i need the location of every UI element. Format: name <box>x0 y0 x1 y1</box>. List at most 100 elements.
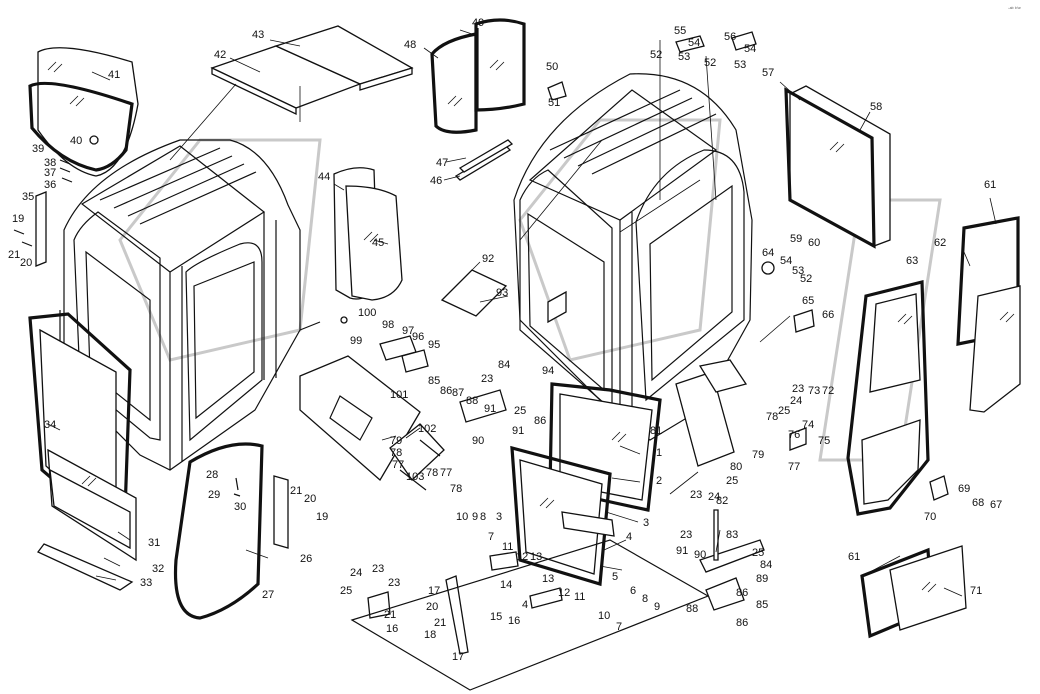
callout-54: 54 <box>744 43 756 55</box>
callout-28: 28 <box>206 469 218 481</box>
callout-25: 25 <box>726 475 738 487</box>
side-strip-35 <box>13 159 73 267</box>
callout-65: 65 <box>802 295 814 307</box>
lower-linkages <box>367 389 765 655</box>
callout-91: 91 <box>676 545 688 557</box>
callout-23: 23 <box>481 373 493 385</box>
callout-88: 88 <box>686 603 698 615</box>
callout-55: 55 <box>674 25 686 37</box>
callout-93: 93 <box>496 287 508 299</box>
lower-window-3-4-5 <box>510 445 615 587</box>
callout-33: 33 <box>140 577 152 589</box>
callout-40: 40 <box>70 135 82 147</box>
callout-46: 46 <box>430 175 442 187</box>
callout-23: 23 <box>792 383 804 395</box>
callout-23: 23 <box>690 489 702 501</box>
callout-38: 38 <box>44 157 56 169</box>
callout-68: 68 <box>972 497 984 509</box>
callout-54: 54 <box>780 255 792 267</box>
front-upper-window <box>28 47 139 177</box>
callout-58: 58 <box>870 101 882 113</box>
callout-1: 1 <box>656 447 662 459</box>
callout-16: 16 <box>508 615 520 627</box>
callout-102: 102 <box>418 423 436 435</box>
callout-90: 90 <box>472 435 484 447</box>
callout-25: 25 <box>752 547 764 559</box>
callout-52: 52 <box>704 57 716 69</box>
callout-41: 41 <box>108 69 120 81</box>
callout-82: 82 <box>716 495 728 507</box>
callout-100: 100 <box>358 307 376 319</box>
callout-97: 97 <box>402 325 414 337</box>
callout-23: 23 <box>680 529 692 541</box>
callout-20: 20 <box>426 601 438 613</box>
callout-47: 47 <box>436 157 448 169</box>
callout-11: 11 <box>574 591 585 603</box>
corner-mark: ◦ᵃᵇ ᵇⁱᵘʳ <box>1008 5 1022 12</box>
callout-3: 3 <box>496 511 502 523</box>
callout-24: 24 <box>350 567 362 579</box>
callout-63: 63 <box>906 255 918 267</box>
callout-23: 23 <box>388 577 400 589</box>
callout-103: 103 <box>406 471 424 483</box>
leader-lines <box>47 29 997 597</box>
callout-99: 99 <box>350 335 362 347</box>
callout-89: 89 <box>756 573 768 585</box>
callout-8: 8 <box>480 511 486 523</box>
callout-2: 2 <box>656 475 662 487</box>
roof-panels <box>210 25 414 116</box>
callout-56: 56 <box>724 31 736 43</box>
callout-61: 61 <box>848 551 860 563</box>
callout-74: 74 <box>802 419 814 431</box>
callout-14: 14 <box>500 579 512 591</box>
callout-51: 51 <box>548 97 560 109</box>
callout-71: 71 <box>970 585 982 597</box>
callout-81: 81 <box>650 425 662 437</box>
callout-79: 79 <box>752 449 764 461</box>
callout-30: 30 <box>234 501 246 513</box>
callout-29: 29 <box>208 489 220 501</box>
callout-21: 21 <box>290 485 302 497</box>
callout-70: 70 <box>924 511 936 523</box>
callout-21: 21 <box>434 617 446 629</box>
callout-50: 50 <box>546 61 558 73</box>
callout-52: 52 <box>650 49 662 61</box>
callout-20: 20 <box>20 257 32 269</box>
side-glass-44-45 <box>333 167 403 301</box>
callout-86: 86 <box>534 415 546 427</box>
callout-79: 79 <box>390 435 402 447</box>
callout-9: 9 <box>472 511 478 523</box>
callout-13: 13 <box>542 573 554 585</box>
callout-78: 78 <box>390 447 402 459</box>
callout-86: 86 <box>736 617 748 629</box>
callout-12: 12 <box>558 587 570 599</box>
callout-75: 75 <box>818 435 830 447</box>
callout-25: 25 <box>340 585 352 597</box>
callout-101: 101 <box>390 389 408 401</box>
callout-39: 39 <box>32 143 44 155</box>
callout-49: 49 <box>472 17 484 29</box>
right-door-63 <box>846 279 930 516</box>
callout-91: 91 <box>512 425 524 437</box>
callout-31: 31 <box>148 537 160 549</box>
callout-23: 23 <box>372 563 384 575</box>
callout-62: 62 <box>934 237 946 249</box>
callout-66: 66 <box>822 309 834 321</box>
callout-94: 94 <box>542 365 554 377</box>
door-glass-48-49 <box>430 18 526 134</box>
callout-85: 85 <box>756 599 768 611</box>
callout-53: 53 <box>734 59 746 71</box>
callout-86: 86 <box>440 385 452 397</box>
callout-61: 61 <box>984 179 996 191</box>
callout-13: 13 <box>530 551 542 563</box>
door-glass-61-62 <box>956 216 1021 413</box>
left-cab-frame <box>59 139 321 471</box>
callout-53: 53 <box>792 265 804 277</box>
left-door-frame <box>173 442 289 620</box>
callout-69: 69 <box>958 483 970 495</box>
callout-57: 57 <box>762 67 774 79</box>
floor-plate <box>299 355 445 491</box>
callout-78: 78 <box>426 467 438 479</box>
